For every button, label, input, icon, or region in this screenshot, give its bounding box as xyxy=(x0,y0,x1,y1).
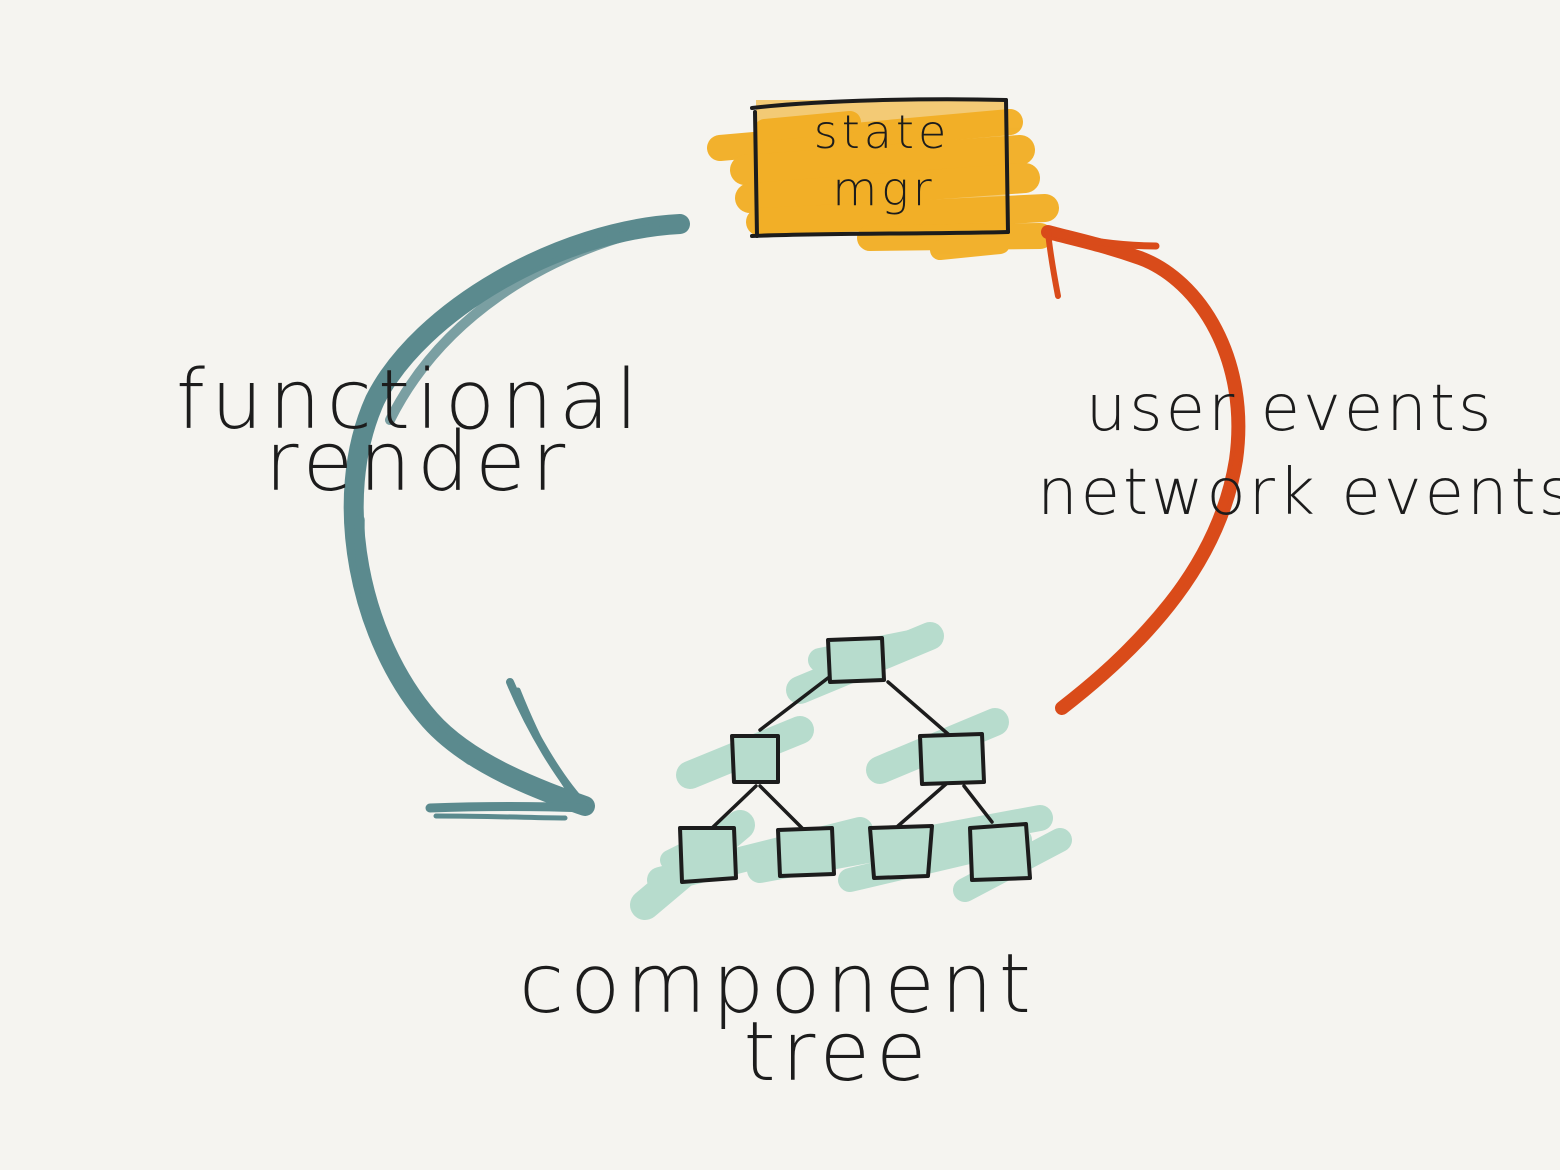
tree-leaf-box-2 xyxy=(776,826,836,878)
functional-render-label-line1: functional xyxy=(176,353,644,448)
events-label-line2: network events xyxy=(1037,456,1560,530)
events-label-line1: user events xyxy=(1086,372,1495,446)
tree-root-box xyxy=(826,636,886,684)
component-tree-boxes xyxy=(678,636,1032,884)
events-arrow xyxy=(1041,225,1246,715)
state-manager-node: state mgr xyxy=(707,97,1059,260)
component-tree-label-line2: tree xyxy=(744,1005,933,1100)
functional-render-arrow xyxy=(343,214,690,821)
functional-render-label-line2: render xyxy=(265,415,572,510)
component-tree-label-line1: component xyxy=(519,937,1037,1032)
state-manager-label-line2: mgr xyxy=(832,162,935,216)
state-manager-box xyxy=(750,97,1010,238)
component-tree-node: component tree xyxy=(519,622,1072,1100)
state-manager-label-line1: state xyxy=(814,105,951,159)
tree-child-box-right xyxy=(918,732,986,786)
tree-leaf-box-3 xyxy=(868,824,934,880)
tree-leaf-box-1 xyxy=(678,826,738,884)
tree-child-box-left xyxy=(730,734,780,784)
tree-leaf-box-4 xyxy=(968,822,1032,882)
component-tree-edges xyxy=(710,676,994,830)
